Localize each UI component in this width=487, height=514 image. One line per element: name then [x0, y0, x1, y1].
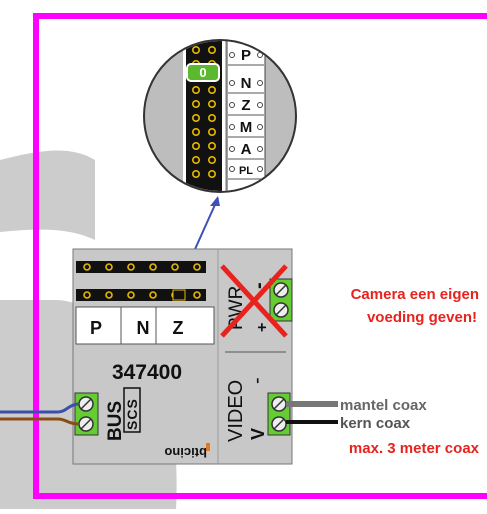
jumper-pin-icon	[208, 156, 217, 165]
jumper-pin-icon	[105, 263, 113, 271]
jumper-pin-icon	[192, 128, 201, 137]
jumper-pin-icon	[192, 156, 201, 165]
module-347400: P N Z 347400 BUS SCS bticino PWR - +	[72, 248, 293, 465]
screw-terminal-icon[interactable]	[271, 416, 287, 432]
screw-terminal-icon[interactable]	[273, 282, 289, 298]
coax-max-length-note: max. 3 meter coax	[349, 440, 480, 457]
zoom-label-z: Z	[241, 97, 250, 114]
bus-label: BUS	[105, 401, 126, 441]
pwr-minus: -	[248, 282, 270, 289]
jumper-number: 0	[199, 65, 206, 80]
coax-core-label: kern coax	[340, 415, 411, 432]
background-shape	[0, 150, 95, 240]
jumper-pin-icon	[208, 114, 217, 123]
zoom-label-pl: PL	[239, 165, 253, 177]
brand-mark	[206, 443, 210, 451]
jumper-pin-icon	[149, 263, 157, 271]
jumper-pin-icon	[208, 170, 217, 179]
video-minus: -	[246, 377, 268, 384]
frame-border	[33, 13, 487, 499]
jumper-pin-icon	[192, 114, 201, 123]
screw-terminal-icon[interactable]	[78, 396, 94, 412]
module-jumper-cap[interactable]	[172, 289, 186, 301]
jumper-pin-icon	[127, 263, 135, 271]
jumper-pin-icon	[83, 263, 91, 271]
jumper-pin-icon	[208, 100, 217, 109]
jumper-pin-icon	[127, 291, 135, 299]
jumper-pin-icon	[193, 263, 201, 271]
jumper-pin-icon	[192, 45, 201, 54]
zoom-label-p: P	[241, 47, 251, 64]
screw-terminal-icon[interactable]	[78, 416, 94, 432]
jumper-header-bottom	[76, 289, 206, 301]
jumper-header-top	[76, 261, 206, 273]
jumper-pin-icon	[193, 291, 201, 299]
coax-shield-label: mantel coax	[340, 397, 427, 414]
pwr-plus: +	[254, 323, 271, 332]
pwr-label: PWR	[226, 286, 247, 330]
jumper-pin-icon	[208, 142, 217, 151]
config-label-n: N	[137, 318, 150, 338]
video-label: VIDEO	[225, 380, 247, 442]
scs-label: SCS	[124, 398, 140, 430]
bus-wire-brown	[0, 417, 79, 426]
camera-power-note-line2: voeding geven!	[367, 309, 477, 326]
part-number: 347400	[112, 361, 182, 384]
config-label-z: Z	[173, 318, 184, 338]
jumper-pin-icon	[105, 291, 113, 299]
jumper-pin-icon	[208, 128, 217, 137]
zoom-label-n: N	[241, 75, 252, 92]
bus-wire-blue	[0, 402, 79, 414]
config-label-p: P	[90, 318, 102, 338]
jumper-pin-icon	[208, 86, 217, 95]
cross-out-icon	[220, 264, 288, 338]
jumper-pin-icon	[192, 100, 201, 109]
jumper-pin-icon	[208, 45, 217, 54]
screw-terminal-icon[interactable]	[273, 302, 289, 318]
jumper-cap[interactable]	[186, 63, 220, 82]
jumper-pin-icon	[192, 170, 201, 179]
zoom-label-a: A	[241, 141, 252, 158]
video-v: V	[248, 428, 268, 440]
callout-arrowhead	[210, 196, 220, 206]
camera-power-note-line1: Camera een eigen	[351, 286, 479, 303]
zoom-label-m: M	[240, 119, 253, 136]
jumper-pin-icon	[149, 291, 157, 299]
jumper-pin-icon	[171, 263, 179, 271]
jumper-pin-icon	[192, 86, 201, 95]
jumper-pin-icon	[192, 142, 201, 151]
jumper-pin-icon	[83, 291, 91, 299]
brand-logo: bticino	[164, 445, 207, 460]
screw-terminal-icon[interactable]	[271, 396, 287, 412]
